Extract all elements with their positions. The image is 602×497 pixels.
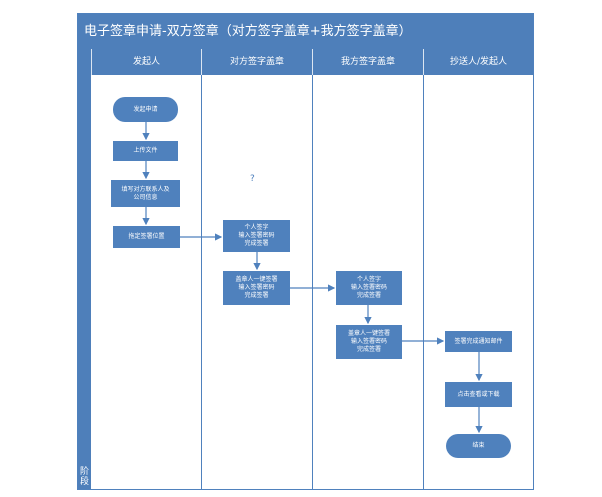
- lane-header-initiator: 发起人: [91, 49, 201, 75]
- node-place-position: 拖定签署位置: [113, 226, 180, 248]
- node-other-personal-sign: 个人签字 输入签署密码 完成签署: [223, 220, 290, 252]
- node-fill-contact: 填写对方联系人及 公司信息: [111, 180, 180, 207]
- lane-header-cc-initiator: 抄送人/发起人: [423, 49, 533, 75]
- node-other-seal-sign: 盖章人一键签署 输入签署密码 完成签署: [223, 271, 290, 305]
- question-mark: ?: [250, 174, 255, 184]
- swimlane-diagram: 电子签章申请-双方签章（对方签字盖章+我方签字盖章） 阶段 发起人 对方签字盖章…: [77, 13, 534, 490]
- node-view-download: 点击查看或下载: [445, 382, 512, 407]
- diagram-title: 电子签章申请-双方签章（对方签字盖章+我方签字盖章）: [78, 14, 533, 49]
- node-notify-email: 签署完成通知邮件: [445, 331, 512, 352]
- node-our-personal-sign: 个人签字 输入签署密码 完成签署: [336, 271, 402, 305]
- lane-divider: [201, 75, 202, 489]
- stage-column: 阶段: [78, 49, 91, 489]
- node-our-seal-sign: 盖章人一键签署 输入签署密码 完成签署: [336, 325, 402, 359]
- node-upload-file: 上传文件: [113, 141, 178, 161]
- lane-divider: [312, 75, 313, 489]
- node-end: 结束: [446, 434, 511, 458]
- node-start: 发起申请: [113, 97, 178, 122]
- flow-arrows: [142, 122, 483, 434]
- stage-label: 阶段: [79, 467, 89, 487]
- lane-divider: [423, 75, 424, 489]
- lane-header-our-party: 我方签字盖章: [312, 49, 423, 75]
- lane-header-other-party: 对方签字盖章: [201, 49, 312, 75]
